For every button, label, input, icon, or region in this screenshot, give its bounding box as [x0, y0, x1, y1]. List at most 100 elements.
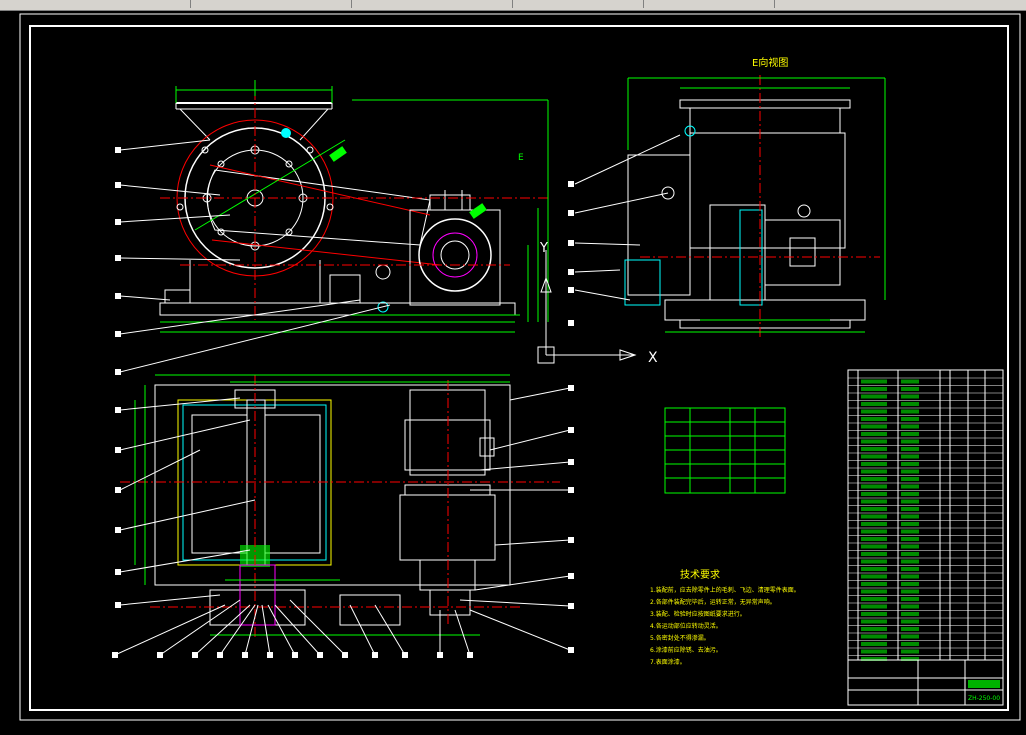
tech-requirements-title: 技术要求: [680, 568, 720, 581]
side-view-title: E向视图: [752, 56, 788, 69]
top-view: [112, 374, 574, 658]
parts-list-code-cell: [861, 454, 887, 459]
parts-list-name-cell: [901, 619, 919, 624]
inner-frame: [29, 25, 1009, 711]
parts-list-name-cell: [901, 424, 919, 429]
parts-list-name-cell: [901, 544, 919, 549]
parts-list-code-cell: [861, 634, 887, 639]
section-mark: E: [518, 153, 524, 163]
parts-list-name-cell: [901, 454, 919, 459]
side-view: E向视图: [568, 56, 886, 340]
cad-drawing: E Y X E向视图: [19, 13, 1021, 721]
parts-list-code-cell: [861, 432, 887, 436]
parts-list-name-cell: [901, 529, 919, 534]
parts-list-name-cell: [901, 642, 919, 646]
parts-list-name-cell: [901, 597, 919, 601]
parts-list-code-cell: [861, 582, 887, 586]
toolbar-segment[interactable]: [644, 0, 775, 8]
toolbar-segment[interactable]: [352, 0, 513, 8]
parts-list-code-cell: [861, 484, 887, 489]
parts-list-name-cell: [901, 402, 919, 406]
parts-list-code-cell: [861, 424, 887, 429]
parts-list-name-cell: [901, 499, 919, 504]
parts-list-name-cell: [901, 439, 919, 444]
parts-list-name-cell: [901, 379, 919, 384]
parts-list-code-cell: [861, 447, 887, 451]
parts-list-code-cell: [861, 589, 887, 594]
parts-list-code-cell: [861, 604, 887, 609]
tech-requirement-line: 3.装配、检验时应按图纸要求进行。: [650, 610, 746, 618]
parts-list-code-cell: [861, 529, 887, 534]
parts-list-code-cell: [861, 417, 887, 421]
tech-parameter-table: [664, 407, 786, 494]
parts-list-code-cell: [861, 514, 887, 519]
parts-list-name-cell: [901, 417, 919, 421]
parts-list-code-cell: [861, 439, 887, 444]
parts-list-name-cell: [901, 589, 919, 594]
toolbar-segment[interactable]: [0, 0, 191, 8]
parts-list-name-cell: [901, 559, 919, 564]
parts-list-name-cell: [901, 552, 919, 556]
parts-list-code-cell: [861, 574, 887, 579]
parts-list-code-cell: [861, 597, 887, 601]
parts-list-code-cell: [861, 537, 887, 541]
tech-requirement-line: 7.表面涂漆。: [650, 658, 686, 666]
tech-requirement-line: 6.涂漆前应除锈、去油污。: [650, 646, 722, 654]
parts-list-name-cell: [901, 462, 919, 466]
parts-list-code-cell: [861, 394, 887, 399]
parts-list-name-cell: [901, 484, 919, 489]
parts-list-code-cell: [861, 559, 887, 564]
parts-list-name-cell: [901, 582, 919, 586]
parts-list-code-cell: [861, 462, 887, 466]
parts-list-code-cell: [861, 619, 887, 624]
parts-list-name-cell: [901, 574, 919, 579]
axis-x-label: X: [648, 350, 658, 366]
parts-list-name-cell: [901, 657, 919, 661]
parts-list-code-cell: [861, 477, 887, 481]
parts-list: ZH-250-00: [847, 369, 1004, 706]
parts-list-name-cell: [901, 409, 919, 414]
parts-list-name-cell: [901, 649, 919, 654]
parts-list-name-cell: [901, 507, 919, 511]
tech-requirement-line: 1.装配前，应去除零件上的毛刺、飞边、清理零件表面。: [650, 586, 800, 594]
parts-list-name-cell: [901, 522, 919, 526]
parts-list-code-cell: [861, 649, 887, 654]
parts-list-name-cell: [901, 627, 919, 631]
toolbar-segment[interactable]: [191, 0, 352, 8]
front-view: E: [115, 80, 550, 375]
parts-list-name-cell: [901, 394, 919, 399]
parts-list-name-cell: [901, 477, 919, 481]
parts-list-name-cell: [901, 604, 919, 609]
outer-frame: [19, 13, 1021, 721]
parts-list-name-cell: [901, 634, 919, 639]
parts-list-code-cell: [861, 567, 887, 571]
parts-list-code-cell: [861, 544, 887, 549]
parts-list-code-cell: [861, 402, 887, 406]
parts-list-name-cell: [901, 387, 919, 391]
parts-list-name-cell: [901, 514, 919, 519]
parts-list-name-cell: [901, 537, 919, 541]
tech-requirement-line: 2.各部件装配完毕后，运转正常，无异常声响。: [650, 598, 776, 606]
tech-requirements: 技术要求 1.装配前，应去除零件上的毛刺、飞边、清理零件表面。 2.各部件装配完…: [650, 568, 800, 666]
parts-list-name-cell: [901, 447, 919, 451]
parts-list-name-cell: [901, 612, 919, 616]
tech-requirement-line: 5.各密封处不得渗漏。: [650, 634, 710, 642]
tech-requirement-line: 4.各运动部位应转动灵活。: [650, 622, 722, 630]
parts-list-code-cell: [861, 657, 887, 661]
parts-list-code-cell: [861, 499, 887, 504]
parts-list-code-cell: [861, 379, 887, 384]
parts-list-name-cell: [901, 469, 919, 474]
parts-list-code-cell: [861, 627, 887, 631]
parts-list-code-cell: [861, 492, 887, 496]
parts-list-code-cell: [861, 642, 887, 646]
drawing-canvas[interactable]: E Y X E向视图: [0, 11, 1026, 735]
application-toolbar: [0, 0, 1026, 11]
toolbar-segment[interactable]: [513, 0, 644, 8]
parts-list-code-cell: [861, 387, 887, 391]
parts-list-name-cell: [901, 492, 919, 496]
drawing-number: ZH-250-00: [968, 695, 1000, 702]
parts-list-name-cell: [901, 432, 919, 436]
parts-list-code-cell: [861, 612, 887, 616]
axis-y-label: Y: [539, 241, 548, 256]
parts-list-code-cell: [861, 522, 887, 526]
